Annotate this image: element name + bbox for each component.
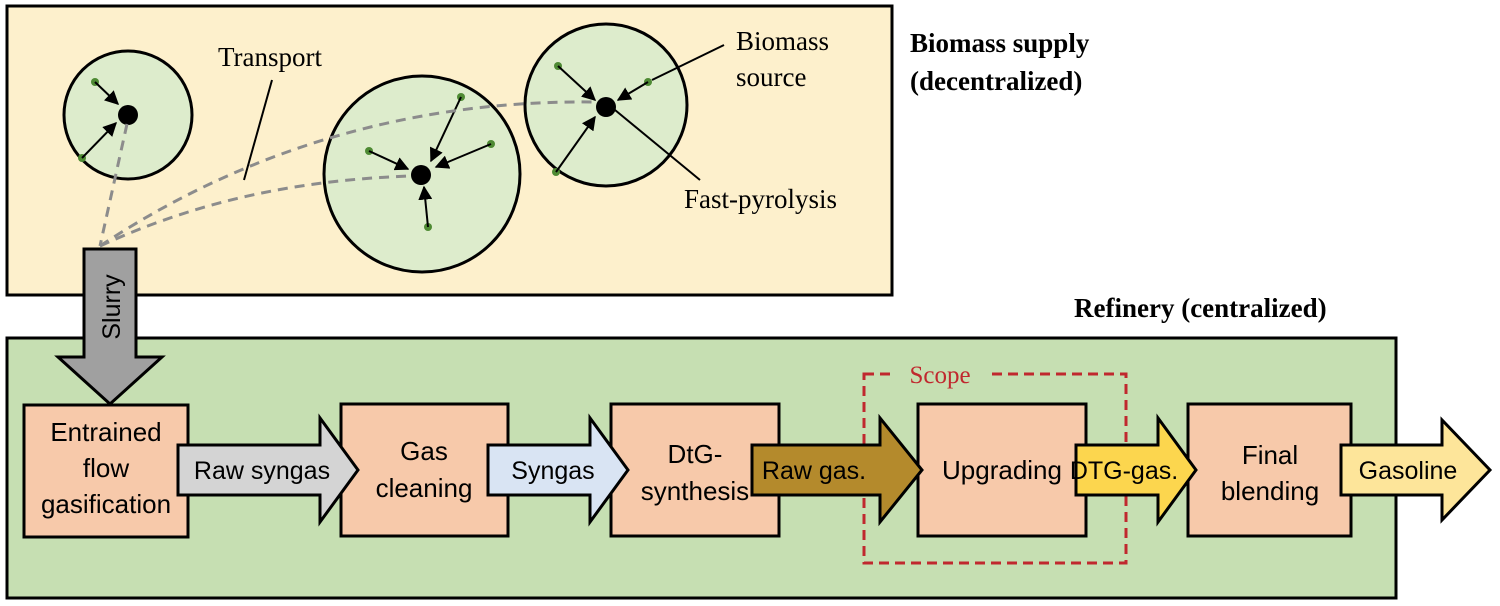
svg-text:cleaning: cleaning <box>376 473 473 503</box>
fast-pyrolysis-label: Fast-pyrolysis <box>684 184 837 214</box>
svg-text:gasification: gasification <box>41 489 171 519</box>
svg-text:flow: flow <box>83 453 129 483</box>
transport-leader-line <box>243 79 273 181</box>
process-box-final-blending: Final blending <box>1186 402 1353 538</box>
svg-text:synthesis: synthesis <box>641 476 749 506</box>
pyrolysis-plant-node <box>411 165 431 185</box>
fast-pyrolysis-leader-line <box>614 109 701 181</box>
svg-text:Raw syngas: Raw syngas <box>194 457 330 485</box>
svg-text:Entrained: Entrained <box>50 417 161 447</box>
flow-arrow-dtg-gas: DTG-gas. <box>1070 413 1198 527</box>
biomass-supply-title-line2: (decentralized) <box>910 66 1082 96</box>
svg-text:DtG-: DtG- <box>668 439 723 469</box>
biomass-supply-title-line1: Biomass supply <box>910 28 1090 58</box>
svg-text:Gas: Gas <box>400 436 448 466</box>
flow-arrow-gasoline: Gasoline <box>1339 416 1493 524</box>
scope-label: Scope <box>909 362 970 389</box>
flow-arrow-raw-syngas: Raw syngas <box>176 413 360 527</box>
svg-text:Final: Final <box>1242 440 1298 470</box>
pyrolysis-plant-node <box>118 105 138 125</box>
slurry-arrow <box>54 247 166 407</box>
biomass-source-leader-line <box>651 44 725 81</box>
transport-routes <box>98 100 595 248</box>
process-box-upgrading: Upgrading <box>916 402 1088 538</box>
svg-text:Gasoline: Gasoline <box>1359 457 1458 485</box>
collection-circle-right <box>523 22 689 188</box>
svg-text:DTG-gas.: DTG-gas. <box>1070 457 1178 485</box>
pyrolysis-plant-node <box>596 97 616 117</box>
flow-arrow-raw-gas: Raw gas. <box>750 413 924 527</box>
svg-text:Syngas: Syngas <box>511 457 594 485</box>
process-box-entrained-flow-gasification: Entrained flow gasification <box>22 403 190 539</box>
biomass-source-label-line1: Biomass <box>736 26 829 56</box>
refinery-title: Refinery (centralized) <box>1074 293 1327 323</box>
svg-text:blending: blending <box>1221 476 1319 506</box>
biomass-source-label-line2: source <box>736 62 806 92</box>
transport-label: Transport <box>218 42 323 72</box>
svg-text:Upgrading: Upgrading <box>942 455 1062 485</box>
collection-circle-center <box>322 74 522 274</box>
svg-text:Raw gas.: Raw gas. <box>762 457 866 485</box>
slurry-label: Slurry <box>98 274 126 340</box>
process-box-gas-cleaning: Gas cleaning <box>339 402 510 538</box>
collection-circle-small <box>62 49 194 181</box>
flow-arrow-syngas: Syngas <box>486 413 630 527</box>
